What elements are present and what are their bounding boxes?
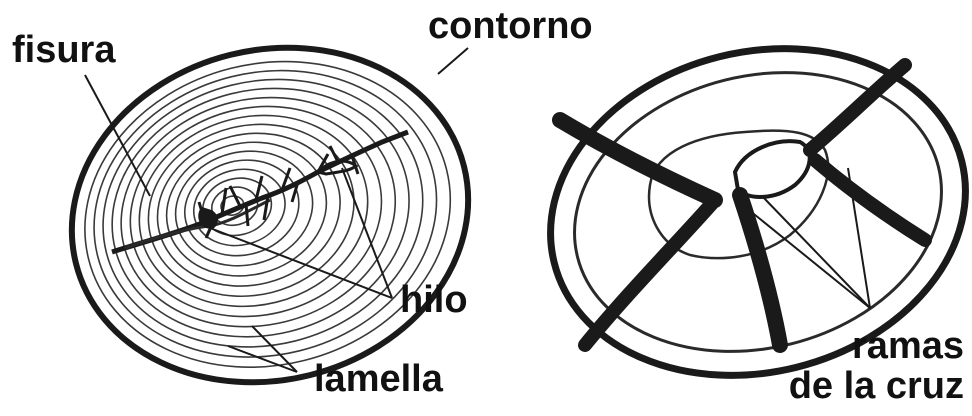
label-ramas-line1: ramas <box>852 326 964 366</box>
label-ramas-line2: de la cruz <box>789 366 964 406</box>
label-fisura: fisura <box>12 30 115 70</box>
label-lamella: lamella <box>314 359 443 399</box>
label-hilo: hilo <box>400 280 468 320</box>
label-contorno: contorno <box>428 6 593 46</box>
leader-contorno <box>438 48 468 74</box>
